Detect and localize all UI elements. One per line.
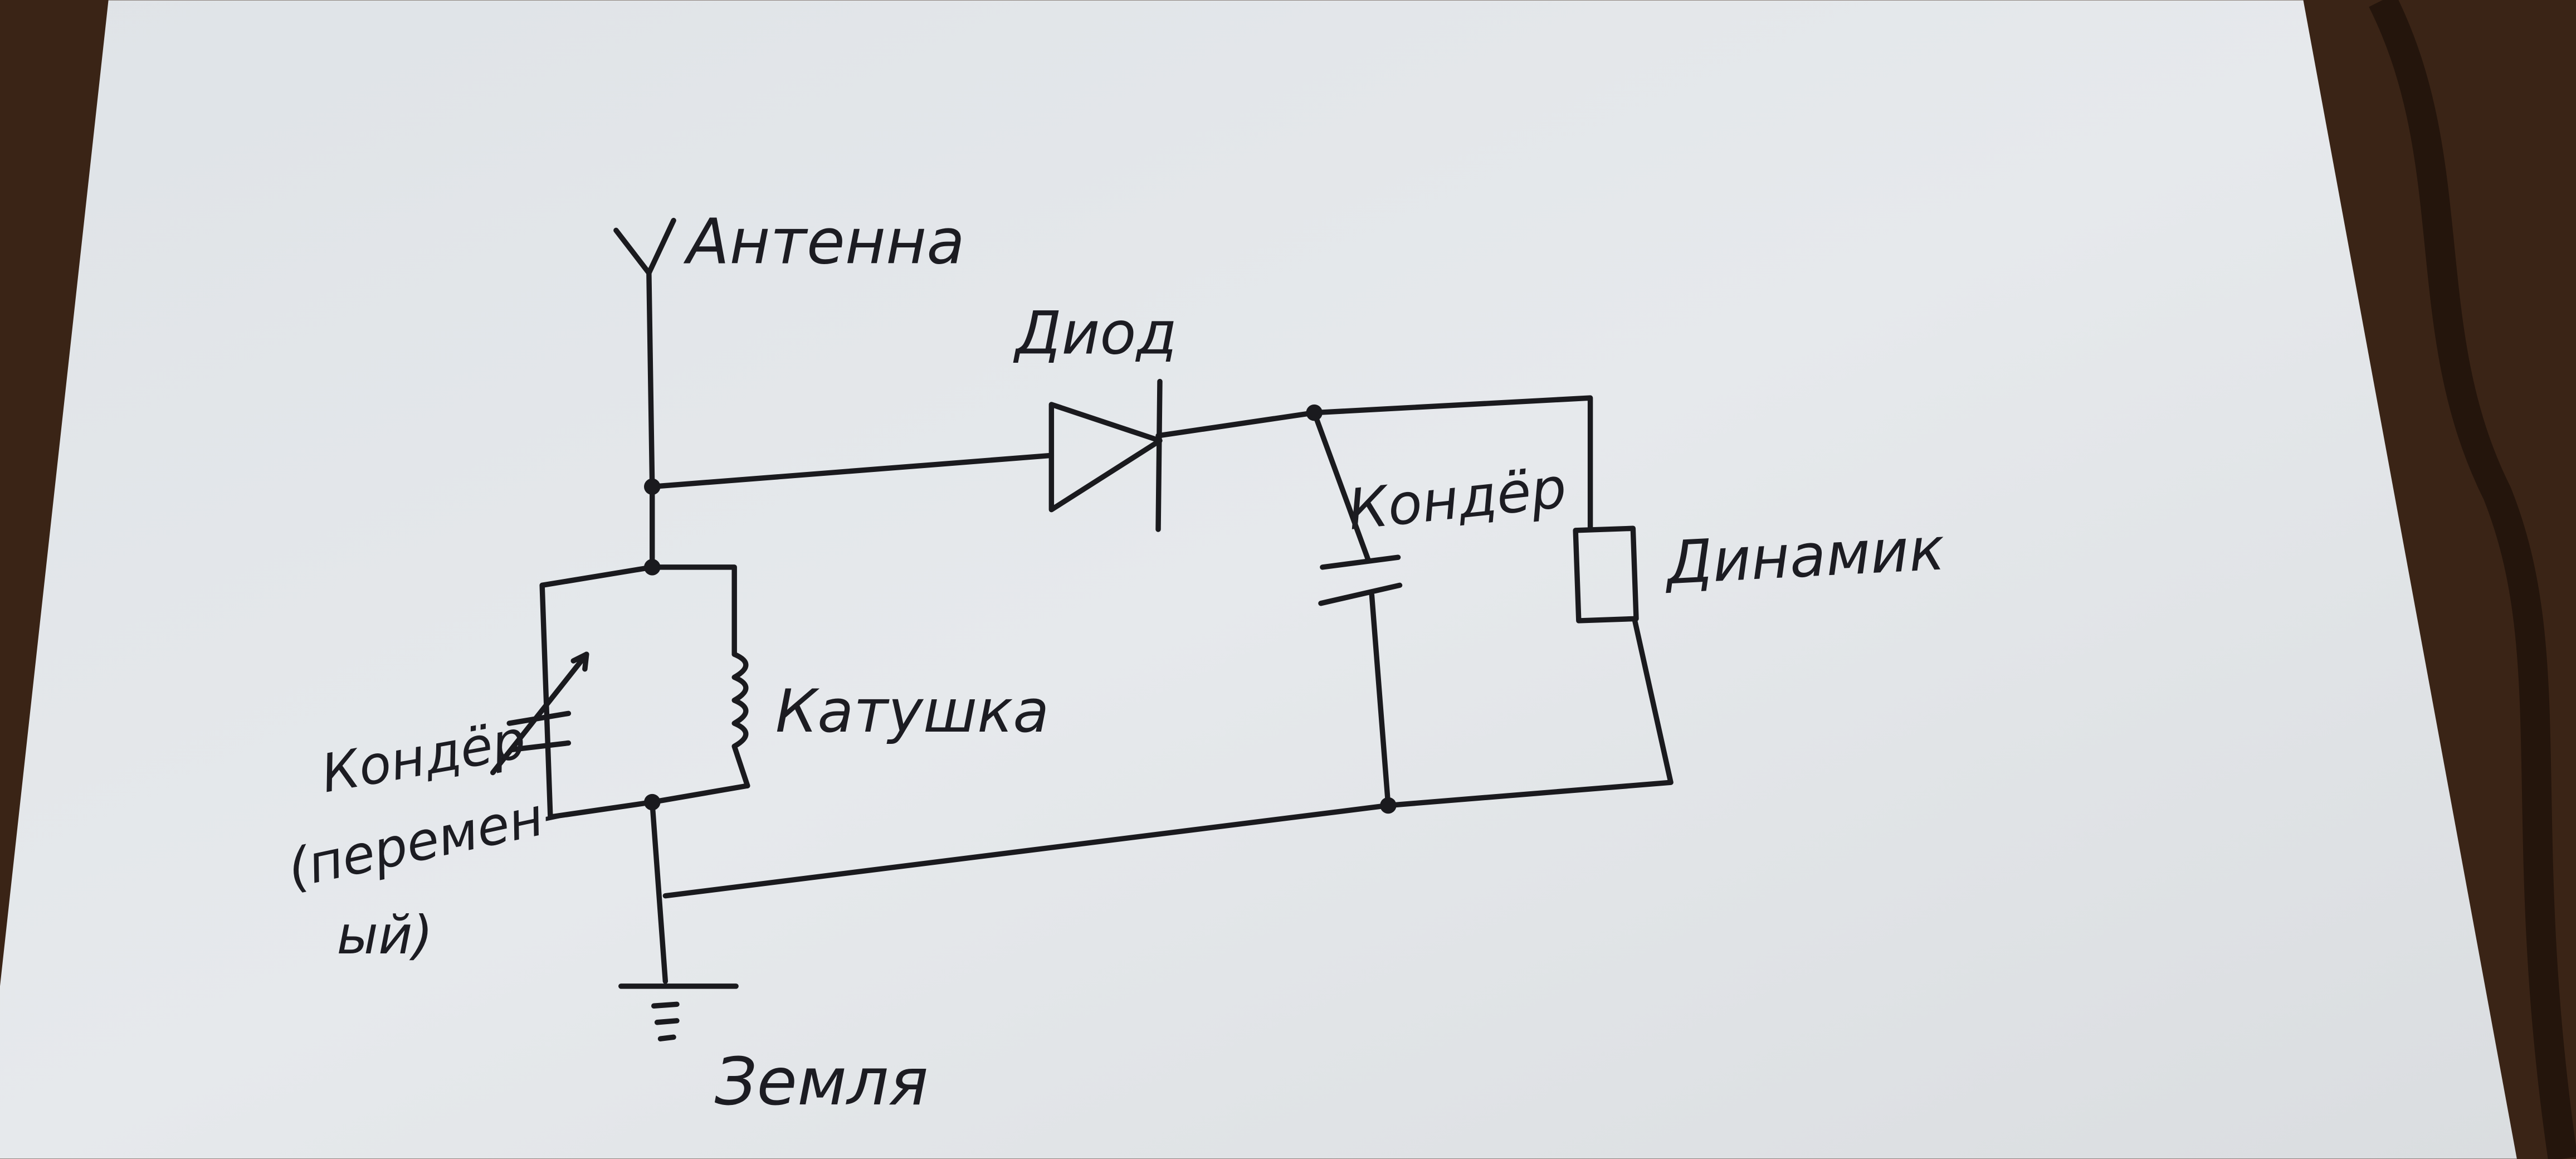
variable-capacitor-symbol	[490, 651, 589, 776]
label-diode: Диод	[1013, 299, 1177, 368]
lc-tank	[490, 564, 750, 820]
junction-dot	[644, 559, 661, 576]
speaker-symbol	[1573, 525, 1639, 624]
wire-to-diode	[650, 452, 1055, 490]
paper-sheet	[0, 0, 2517, 1159]
label-speaker: Динамик	[1662, 514, 1946, 598]
antenna-symbol	[613, 217, 676, 490]
label-coil: Катушка	[775, 677, 1049, 746]
wire-diode-out	[1155, 395, 1593, 532]
wire-ground-return	[662, 802, 1391, 899]
junction-dot	[644, 793, 661, 811]
label-ground: Земля	[715, 1044, 928, 1120]
junction-dot	[1380, 797, 1397, 814]
diode-symbol	[1048, 378, 1163, 532]
wire-speaker-out	[1385, 617, 1674, 809]
junction-dot	[644, 478, 661, 495]
label-variable-capacitor: ый)	[337, 905, 433, 966]
coil-symbol	[731, 651, 750, 788]
label-antenna: Антенна	[684, 206, 965, 278]
capacitor-symbol	[1311, 410, 1403, 809]
ground-symbol	[618, 799, 739, 1041]
junction-dot	[1306, 404, 1323, 421]
wood-grain	[2369, 0, 2576, 1159]
